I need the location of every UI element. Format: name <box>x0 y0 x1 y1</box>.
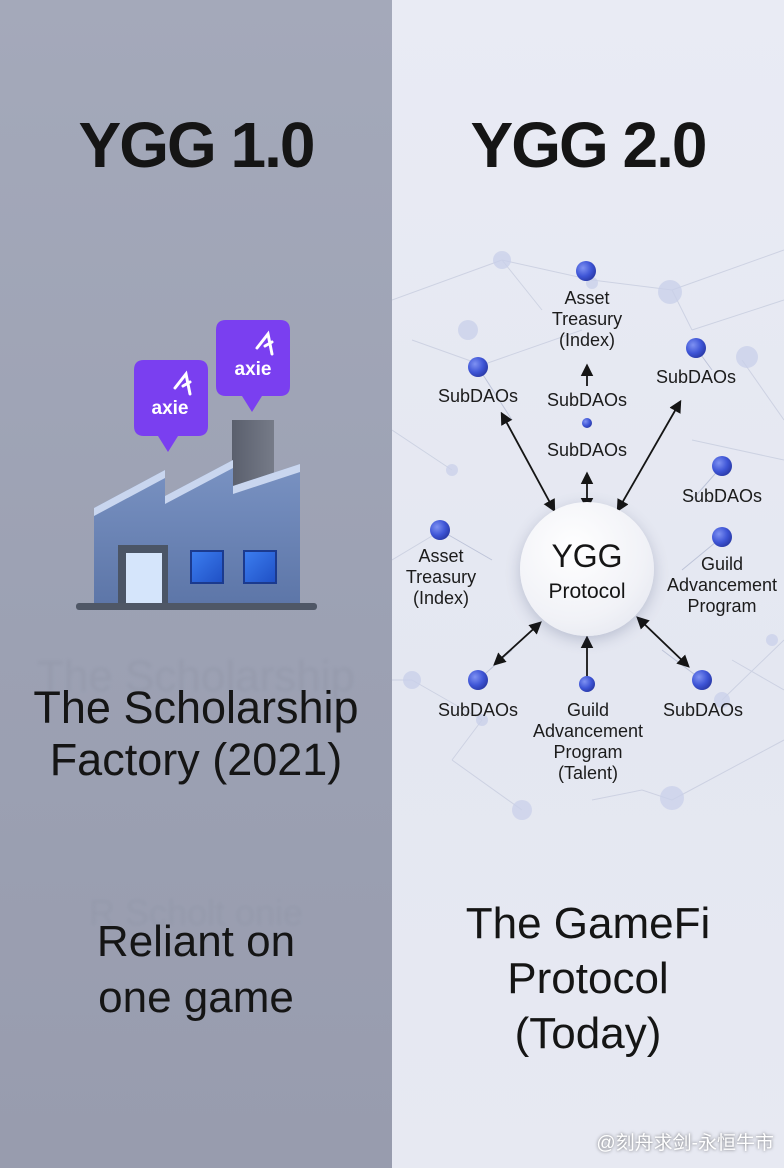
factory-illustration: axie axie <box>76 320 317 610</box>
factory-ground <box>76 603 317 610</box>
factory-window <box>243 550 277 584</box>
gamefi-protocol-heading: The GameFi Protocol (Today) <box>392 896 784 1061</box>
node-subdaos: SubDAOs <box>437 386 519 406</box>
ghost-tagline: R Scholt onie <box>88 892 304 933</box>
ygg1-title: YGG 1.0 <box>78 109 316 181</box>
factory-window <box>190 550 224 584</box>
node-subdaos: SubDAOs <box>437 700 519 720</box>
heading-line: The GameFi <box>465 899 711 948</box>
hub-subtitle: Protocol <box>548 580 626 603</box>
right-panel: YGG 2.0 <box>392 0 784 1168</box>
node-subdaos: SubDAOs <box>655 367 737 387</box>
heading-line: The Scholarship <box>33 682 359 733</box>
heading-line: Protocol <box>507 954 669 1003</box>
protocol-nodes <box>430 261 732 692</box>
background-dots <box>403 251 778 820</box>
protocol-network-diagram <box>392 249 784 820</box>
axie-logo-badge: axie <box>134 360 208 452</box>
node-subdaos: SubDAOs <box>546 440 628 460</box>
tagline-line: one game <box>98 973 294 1022</box>
left-panel: YGG 1.0 <box>0 0 392 1168</box>
axie-logo-badge: axie <box>216 320 290 412</box>
reliant-tagline: Reliant on one game <box>0 914 392 1026</box>
node-subdaos: SubDAOs <box>681 486 763 506</box>
ygg2-title: YGG 2.0 <box>470 109 708 181</box>
hub-title: YGG <box>551 538 623 574</box>
protocol-arrows <box>493 363 690 676</box>
scholarship-factory-heading: The Scholarship Factory (2021) <box>0 682 392 786</box>
watermark: @刻舟求剑-永恒牛市 <box>596 1133 774 1154</box>
tagline-line: Reliant on <box>96 917 296 966</box>
factory-door <box>126 553 162 604</box>
svg-text:axie: axie <box>152 398 189 419</box>
ygg-protocol-hub: YGG Protocol <box>520 502 654 636</box>
node-subdaos: SubDAOs <box>546 390 628 410</box>
ghost-heading: The Scholarship <box>37 652 355 701</box>
svg-text:axie: axie <box>235 359 272 380</box>
node-subdaos: SubDAOs <box>662 700 744 720</box>
heading-line: (Today) <box>514 1009 662 1058</box>
heading-line: Factory (2021) <box>49 734 343 785</box>
